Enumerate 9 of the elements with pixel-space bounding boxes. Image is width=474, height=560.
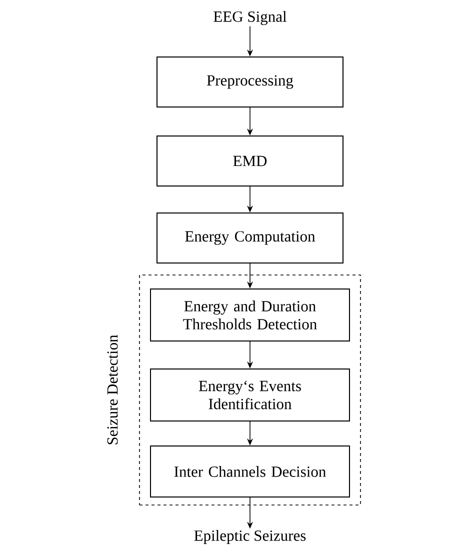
- text-label: EEG Signal: [214, 10, 286, 26]
- group-label: Seizure Detection: [107, 334, 118, 444]
- process-box: Energy Computation: [156, 212, 344, 264]
- process-box: Inter Channels Decision: [150, 446, 350, 498]
- text-label: Epileptic Seizures: [194, 530, 306, 544]
- process-box: Energy‘s Events Identification: [150, 368, 350, 422]
- process-box: Preprocessing: [156, 56, 344, 108]
- process-box: Energy and Duration Thresholds Detection: [150, 288, 350, 342]
- process-box: EMD: [156, 136, 344, 186]
